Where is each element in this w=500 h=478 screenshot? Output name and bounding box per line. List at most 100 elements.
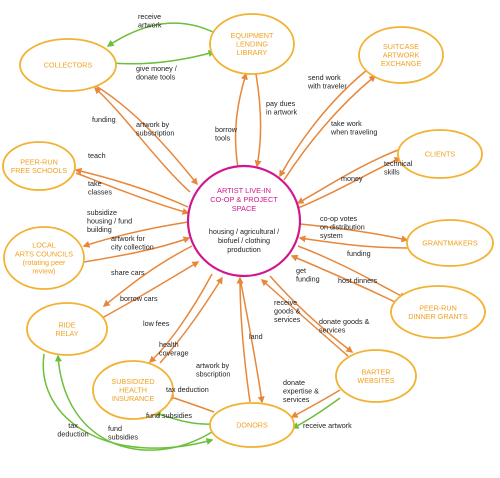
node-ellipse xyxy=(3,226,85,290)
node-ellipse xyxy=(26,302,108,356)
node-clients: CLIENTS xyxy=(397,129,483,179)
edge-label-line: goods & xyxy=(274,307,301,316)
edge-label-line: health xyxy=(159,340,179,349)
center-title-line: ARTIST LIVE-IN xyxy=(217,186,271,195)
node-label: SUITCASE xyxy=(383,42,419,51)
edge-arrow-10 xyxy=(75,172,190,215)
edge-label-funding-collectors: funding xyxy=(92,115,116,124)
edge-label-line: tools xyxy=(215,134,231,143)
edge-label-line: borrow xyxy=(215,125,238,134)
node-ellipse xyxy=(406,219,494,267)
edge-label-line: funding xyxy=(296,275,320,284)
edge-label-line: when traveling xyxy=(330,128,377,137)
edge-arrow-15 xyxy=(299,223,409,243)
edge-label-line: services xyxy=(274,315,301,324)
edge-label-line: services xyxy=(283,395,310,404)
node-label: PEER-RUN xyxy=(419,303,457,312)
edge-arrow-6 xyxy=(254,73,262,168)
edge-label-line: in artwork xyxy=(266,108,298,117)
center-subtitle-line: housing / agricultural / xyxy=(209,227,279,236)
edge-label-line: subsidies xyxy=(108,433,138,442)
edge-label-line: donate xyxy=(283,378,305,387)
edge-arrow-21 xyxy=(148,273,213,364)
node-donors: DONORS xyxy=(209,402,295,448)
edge-arrow-28 xyxy=(290,389,341,418)
edge-label-line: receive xyxy=(138,12,161,21)
edge-label-line: with traveler xyxy=(307,82,347,91)
edge-label-teach: teach xyxy=(88,151,106,160)
node-ellipse xyxy=(19,38,117,92)
node-label: LENDING xyxy=(236,40,268,49)
edge-label-line: donate tools xyxy=(136,73,176,82)
node-label: HEALTH xyxy=(119,386,147,395)
node-label: (rotating peer xyxy=(23,258,66,267)
edge-label-line: tax xyxy=(68,421,78,430)
edge-label-line: receive artwork xyxy=(303,421,352,430)
edge-arrow-8 xyxy=(283,75,377,181)
edge-label-line: city collection xyxy=(111,243,154,252)
edge-label-line: skills xyxy=(384,168,400,177)
node-label: EQUIPMENT xyxy=(231,31,274,40)
center-ellipse xyxy=(186,164,302,278)
edge-arrow-4 xyxy=(95,85,198,186)
edge-label-line: classes xyxy=(88,188,112,197)
edge-arrow-32 xyxy=(291,397,341,429)
edge-arrow-26 xyxy=(239,277,265,404)
edge-arrow-14 xyxy=(83,236,191,263)
edge-arrow-31 xyxy=(42,353,214,449)
edge-arrow-16 xyxy=(298,235,408,249)
edge-label-line: donate goods & xyxy=(319,317,370,326)
edge-label-line: coverage xyxy=(159,349,189,358)
node-label: WEBSITES xyxy=(357,376,394,385)
node-label: INSURANCE xyxy=(112,394,155,403)
edge-label-line: share cars xyxy=(111,268,145,277)
edge-label-low-fees: low fees xyxy=(143,319,170,328)
node-label: COLLECTORS xyxy=(44,61,93,70)
node-label: DINNER GRANTS xyxy=(408,312,468,321)
edge-arrow-23 xyxy=(260,279,349,357)
edge-arrow-7 xyxy=(279,69,368,178)
edge-label-line: subsidize xyxy=(87,208,117,217)
edge-arrow-11 xyxy=(296,149,399,204)
edge-label-line: get xyxy=(296,266,306,275)
edge-label-line: money xyxy=(341,174,363,183)
node-ellipse xyxy=(358,26,444,84)
edge-label-fund-subsidies-sub: fund subsidies xyxy=(146,411,192,420)
edge-arrow-2 xyxy=(111,50,216,65)
edge-label-line: give money / xyxy=(136,64,177,73)
node-label: CLIENTS xyxy=(425,150,456,159)
edge-label-line: borrow cars xyxy=(120,294,158,303)
edge-arrow-25 xyxy=(236,276,251,403)
node-label: FREE SCHOOLS xyxy=(11,166,68,175)
node-ellipse xyxy=(209,402,295,448)
node-label: LOCAL xyxy=(32,241,56,250)
edge-label-line: host dinners xyxy=(338,276,378,285)
edge-label-line: technical xyxy=(384,159,413,168)
node-ellipse xyxy=(92,360,174,420)
edge-arrow-12 xyxy=(297,157,402,209)
edge-label-line: take xyxy=(88,179,102,188)
edge-label-line: building xyxy=(87,225,112,234)
edge-label-line: funding xyxy=(92,115,116,124)
edge-label-line: deduction xyxy=(57,430,88,439)
edge-label-line: artwork by xyxy=(196,361,230,370)
center-subtitle-line: production xyxy=(227,245,261,254)
edge-label-line: fund xyxy=(108,424,122,433)
edge-label-tax-deduction-sub: tax deduction xyxy=(166,385,209,394)
edge-label-host-dinners: host dinners xyxy=(338,276,378,285)
